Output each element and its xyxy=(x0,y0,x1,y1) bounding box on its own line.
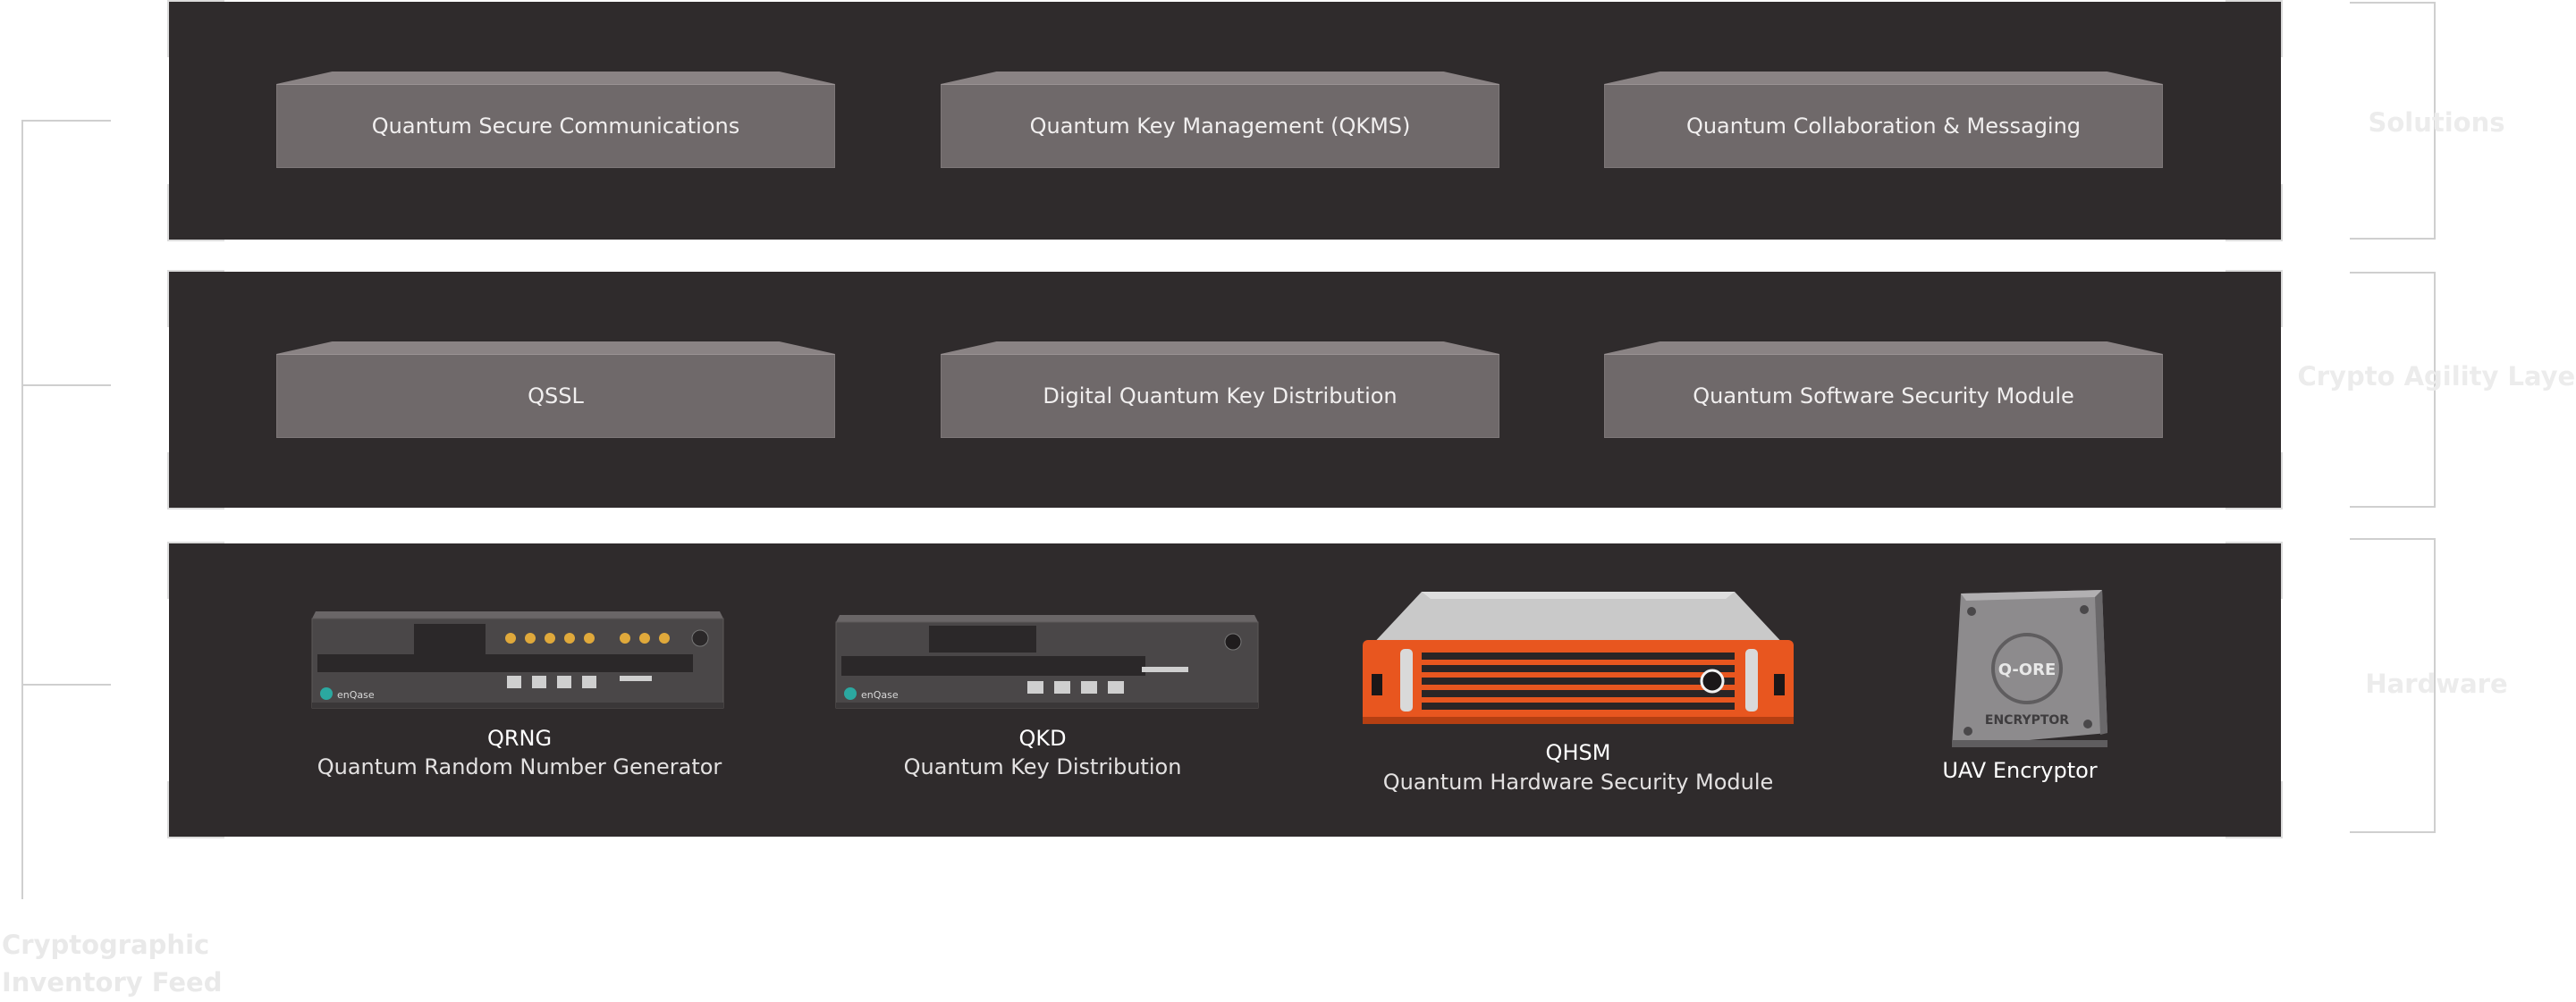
module-quantum-collaboration-messaging[interactable]: Quantum Collaboration & Messaging xyxy=(1604,72,2163,168)
module-top-bevel xyxy=(276,72,835,84)
hardware-bracket-bottom xyxy=(2350,831,2436,833)
feed-connector-hardware xyxy=(21,684,111,686)
crypto-agility-layer-label: Crypto Agility Layer xyxy=(2297,361,2576,392)
qhsm-subtitle: Quantum Hardware Security Module xyxy=(1383,770,1774,795)
crypto-agility-layer: QSSL Digital Quantum Key Distribution Qu… xyxy=(169,272,2281,508)
uav-encryptor-device-image[interactable]: Q-ORE ENCRYPTOR xyxy=(1941,590,2111,753)
solutions-bracket-bottom xyxy=(2350,238,2436,240)
module-face: Quantum Secure Communications xyxy=(276,84,835,168)
qkd-brand-text: enQase xyxy=(861,689,899,701)
feed-label: Cryptographic Inventory Feed xyxy=(2,926,222,1001)
qrng-subtitle: Quantum Random Number Generator xyxy=(317,754,722,779)
corner-bracket xyxy=(2225,452,2283,509)
module-quantum-software-security-module[interactable]: Quantum Software Security Module xyxy=(1604,341,2163,438)
corner-bracket xyxy=(167,542,224,599)
qrng-device-image[interactable]: enQase xyxy=(307,611,729,715)
qrng-title: QRNG xyxy=(487,726,552,751)
solutions-layer-label: Solutions xyxy=(2368,107,2504,138)
hardware-layer-label: Hardware xyxy=(2365,669,2507,699)
module-face: Quantum Software Security Module xyxy=(1604,354,2163,438)
corner-bracket xyxy=(2225,270,2283,327)
module-label: Quantum Key Management (QKMS) xyxy=(1030,114,1411,139)
corner-bracket xyxy=(2225,542,2283,599)
module-top-bevel xyxy=(941,72,1499,84)
solutions-layer: Quantum Secure Communications Quantum Ke… xyxy=(169,2,2281,240)
module-label: QSSL xyxy=(528,383,584,408)
module-digital-qkd[interactable]: Digital Quantum Key Distribution xyxy=(941,341,1499,438)
corner-bracket xyxy=(2225,781,2283,838)
module-qssl[interactable]: QSSL xyxy=(276,341,835,438)
corner-bracket xyxy=(167,781,224,838)
uav-encryptor-title: UAV Encryptor xyxy=(1942,758,2097,783)
corner-bracket xyxy=(2225,184,2283,241)
module-top-bevel xyxy=(941,341,1499,354)
uav-caption-text: ENCRYPTOR xyxy=(1985,713,2069,728)
module-top-bevel xyxy=(276,341,835,354)
corner-bracket xyxy=(167,452,224,509)
feed-connector-solutions xyxy=(21,120,111,122)
feed-vertical-line xyxy=(21,120,23,899)
corner-bracket xyxy=(2225,0,2283,57)
module-quantum-key-management[interactable]: Quantum Key Management (QKMS) xyxy=(941,72,1499,168)
crypto-bracket-bottom xyxy=(2350,506,2436,508)
module-label: Quantum Secure Communications xyxy=(372,114,739,139)
module-face: QSSL xyxy=(276,354,835,438)
hardware-bracket-top xyxy=(2350,538,2436,540)
module-quantum-secure-communications[interactable]: Quantum Secure Communications xyxy=(276,72,835,168)
feed-label-line2: Inventory Feed xyxy=(2,964,222,1001)
qkd-device-image[interactable]: enQase xyxy=(831,615,1263,715)
module-top-bevel xyxy=(1604,72,2163,84)
module-label: Quantum Software Security Module xyxy=(1693,383,2074,408)
hardware-layer: enQase QRNG Quantum Random Number Genera… xyxy=(169,543,2281,837)
corner-bracket xyxy=(167,184,224,241)
qhsm-device-image[interactable] xyxy=(1359,592,1797,729)
corner-bracket xyxy=(167,270,224,327)
corner-bracket xyxy=(167,0,224,57)
qkd-subtitle: Quantum Key Distribution xyxy=(904,754,1182,779)
qrng-brand-text: enQase xyxy=(337,689,375,701)
qkd-title: QKD xyxy=(1018,726,1066,751)
qhsm-title: QHSM xyxy=(1546,740,1611,765)
feed-connector-crypto xyxy=(21,384,111,386)
feed-label-line1: Cryptographic xyxy=(2,926,222,964)
module-face: Digital Quantum Key Distribution xyxy=(941,354,1499,438)
module-top-bevel xyxy=(1604,341,2163,354)
module-face: Quantum Collaboration & Messaging xyxy=(1604,84,2163,168)
solutions-bracket-top xyxy=(2350,2,2436,4)
crypto-bracket-top xyxy=(2350,272,2436,274)
uav-badge-text: Q-ORE xyxy=(1998,661,2057,679)
module-label: Quantum Collaboration & Messaging xyxy=(1686,114,2081,139)
module-face: Quantum Key Management (QKMS) xyxy=(941,84,1499,168)
module-label: Digital Quantum Key Distribution xyxy=(1043,383,1397,408)
